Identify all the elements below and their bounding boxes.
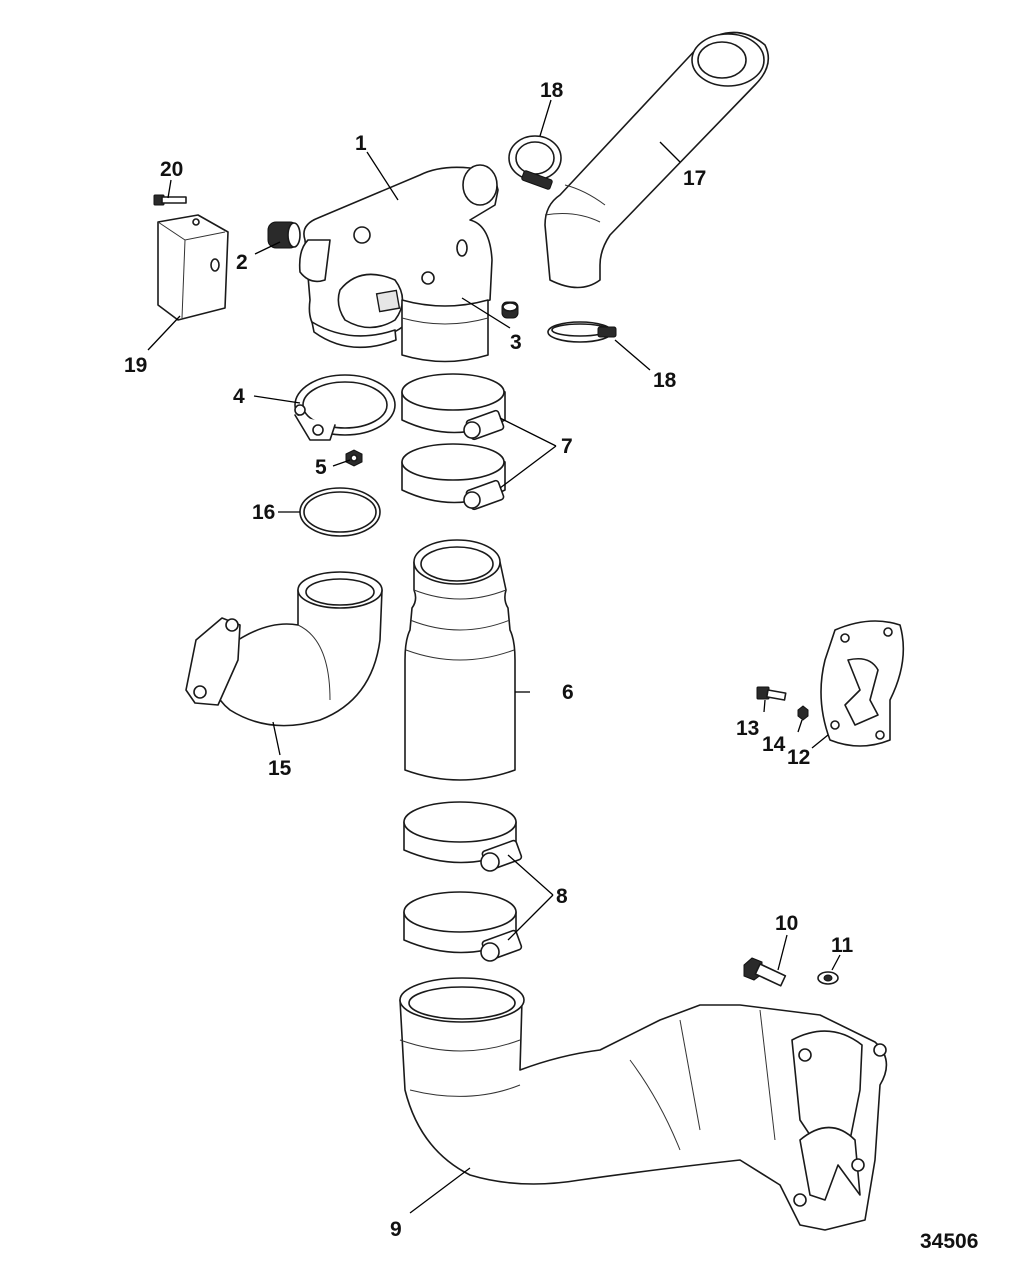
part-16-o-ring (299, 487, 381, 537)
part-10-bolt (743, 957, 787, 987)
callout-6: 6 (562, 681, 574, 704)
part-13-bolt (756, 686, 787, 701)
callout-20: 20 (160, 158, 183, 181)
callout-10: 10 (775, 912, 798, 935)
part-6-reducer-hose (404, 539, 516, 781)
callout-12: 12 (787, 746, 810, 769)
part-4-vband-clamp (294, 374, 396, 441)
callout-1: 1 (355, 132, 367, 155)
callout-14: 14 (762, 733, 786, 756)
part-8-hose-clamps (403, 801, 523, 962)
callout-labels: 1 2 3 4 5 6 7 8 9 10 11 12 13 14 15 16 1… (124, 79, 854, 1241)
callout-15: 15 (268, 757, 292, 780)
callout-11: 11 (831, 934, 854, 957)
part-18-lower-hose-clamp (547, 321, 617, 343)
callout-17: 17 (683, 167, 706, 190)
callout-4: 4 (233, 385, 245, 408)
callout-9: 9 (390, 1218, 402, 1241)
part-2-plug (267, 221, 301, 249)
callout-19: 19 (124, 354, 147, 377)
callout-2: 2 (236, 251, 248, 274)
callout-13: 13 (736, 717, 759, 740)
callout-3: 3 (510, 331, 522, 354)
part-14-washer (797, 705, 809, 721)
part-9-exhaust-pipe (399, 977, 888, 1231)
callout-18-upper: 18 (540, 79, 564, 102)
callout-5: 5 (315, 456, 327, 479)
callout-18-lower: 18 (653, 369, 677, 392)
leader-lines (147, 99, 841, 1214)
part-11-washer (817, 971, 839, 985)
part-3-small-plug (501, 301, 519, 319)
part-5-nut (345, 449, 363, 467)
figure-number: 34506 (920, 1230, 978, 1253)
part-17-exhaust-tube (544, 31, 770, 289)
part-15-elbow-flange (185, 571, 383, 727)
part-20-bolt (153, 194, 187, 206)
callout-7: 7 (561, 435, 573, 458)
part-18-upper-hose-clamp (508, 135, 562, 190)
part-19-bracket (157, 214, 229, 321)
part-7-hose-clamps (401, 373, 506, 511)
callout-8: 8 (556, 885, 568, 908)
part-12-gasket (820, 620, 905, 747)
part-1-elbow-housing (298, 164, 499, 363)
callout-16: 16 (252, 501, 275, 524)
